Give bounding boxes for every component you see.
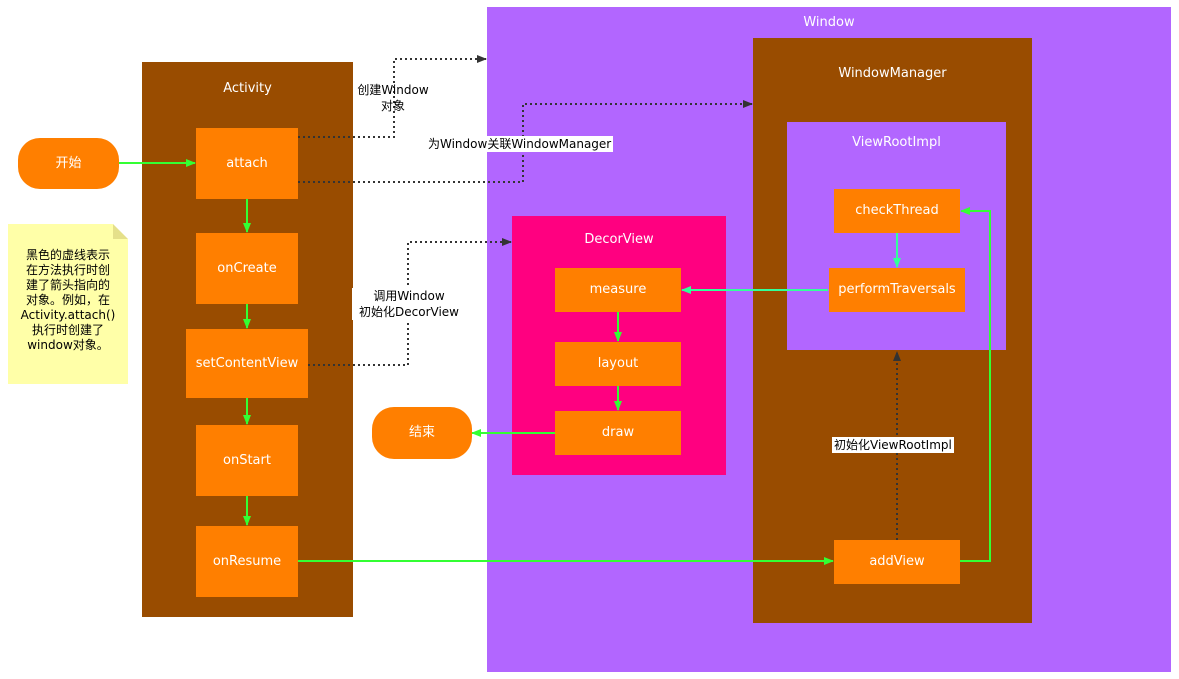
dotted-arrow-attach-to-window <box>298 55 487 138</box>
draw-node: draw <box>555 411 681 455</box>
note-line: 在方法执行时创 <box>25 263 110 277</box>
measure-node: measure <box>555 268 681 312</box>
onresume-node: onResume <box>196 526 298 597</box>
decor-view-title: DecorView <box>584 232 654 247</box>
label-call-window: 调用Window 初始化DecorView <box>352 288 466 320</box>
note-line: 对象。例如，在 <box>25 293 110 307</box>
label-associate-wm: 为Window关联WindowManager <box>426 136 614 152</box>
note-line: 执行时创建了 <box>31 323 104 337</box>
end-node: 结束 <box>372 407 472 459</box>
performtraversals-node: performTraversals <box>829 268 965 312</box>
checkthread-node: checkThread <box>834 189 960 233</box>
note-fold-corner <box>113 224 128 239</box>
oncreate-node: onCreate <box>196 233 298 304</box>
start-node: 开始 <box>18 138 119 189</box>
note-line: 建了箭头指向的 <box>25 278 110 292</box>
arrow-addview-to-checkthread <box>960 207 991 562</box>
note-line: window对象。 <box>27 338 109 352</box>
layout-node: layout <box>555 342 681 386</box>
label-init-viewrootimpl: 初始化ViewRootImpl <box>832 437 954 453</box>
window-title: Window <box>803 15 855 30</box>
addview-node: addView <box>834 540 960 584</box>
window-manager-title: WindowManager <box>838 66 947 81</box>
view-root-impl-title: ViewRootImpl <box>852 135 941 150</box>
note-line: Activity.attach() <box>20 308 116 322</box>
view-root-impl-container: ViewRootImpl <box>787 122 1006 350</box>
attach-node: attach <box>196 128 298 199</box>
note-line: 黑色的虚线表示 <box>25 248 110 262</box>
legend-note: 黑色的虚线表示 在方法执行时创 建了箭头指向的 对象。例如，在 Activity… <box>8 224 128 384</box>
setcontentview-node: setContentView <box>186 329 308 398</box>
activity-title: Activity <box>223 81 272 96</box>
label-create-window: 创建Window 对象 <box>357 83 429 113</box>
onstart-node: onStart <box>196 425 298 496</box>
